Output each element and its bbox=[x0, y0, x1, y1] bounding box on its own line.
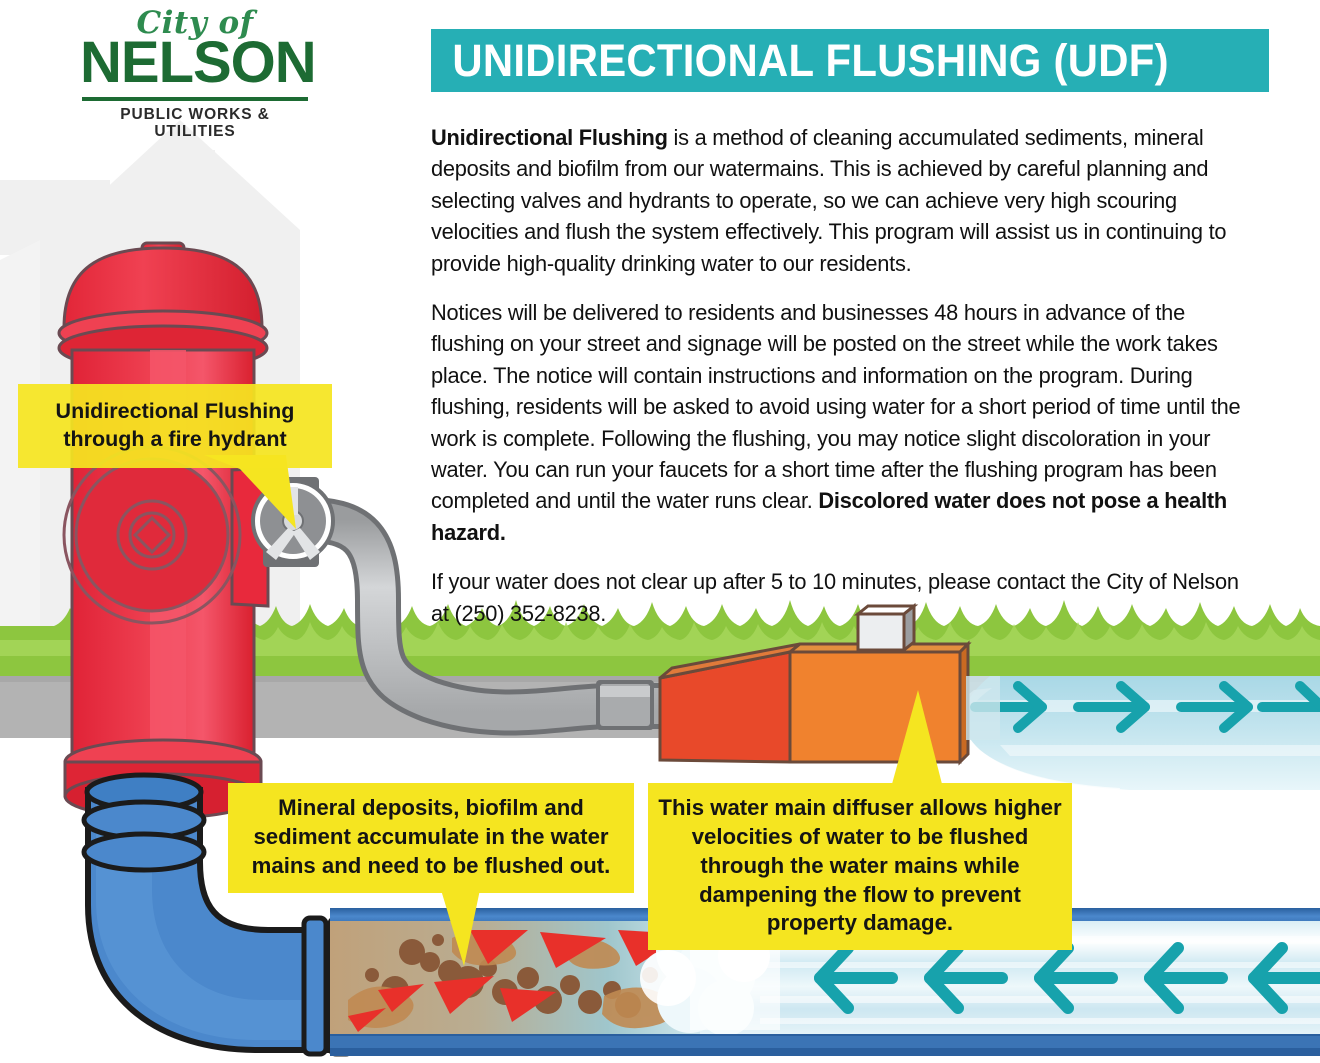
arrow-right-3 bbox=[1176, 681, 1253, 733]
water-main-diffuser bbox=[658, 602, 1000, 766]
page-title: UNIDIRECTIONAL FLUSHING (UDF) bbox=[452, 34, 1169, 86]
arrow-left-4 bbox=[1144, 942, 1228, 1014]
paragraph-notices-bold: Discolored water does not pose a health … bbox=[431, 488, 1227, 545]
arrow-left-2 bbox=[924, 942, 1008, 1014]
mineral-flakes bbox=[348, 930, 686, 1032]
callout-diffuser: This water main diffuser allows higher v… bbox=[648, 783, 1072, 951]
city-logo: City of NELSON PUBLIC WORKS & UTILITIES bbox=[80, 5, 317, 140]
paragraph-intro-lead: Unidirectional Flushing bbox=[431, 125, 668, 150]
arrow-left-1 bbox=[814, 942, 898, 1014]
logo-divider bbox=[82, 96, 308, 101]
arrow-left-5 bbox=[1248, 942, 1320, 1014]
pipe-flow-arrows bbox=[814, 942, 1320, 1014]
paragraph-contact: If your water does not clear up after 5 … bbox=[431, 569, 1239, 626]
paragraph-notices-main: Notices will be delivered to residents a… bbox=[431, 300, 1241, 514]
arrow-right-2 bbox=[1073, 681, 1150, 733]
callout-hydrant: Unidirectional Flushing through a fire h… bbox=[18, 384, 332, 468]
logo-script-line: City of bbox=[136, 5, 254, 41]
header-banner: UNIDIRECTIONAL FLUSHING (UDF) bbox=[431, 29, 1269, 92]
arrow-left-3 bbox=[1034, 942, 1118, 1014]
paragraph-intro-rest: is a method of cleaning accumulated sedi… bbox=[431, 125, 1227, 276]
logo-department: PUBLIC WORKS & UTILITIES bbox=[120, 105, 270, 140]
paragraph-notices: Notices will be delivered to residents a… bbox=[431, 297, 1251, 548]
logo-city-name: NELSON bbox=[80, 30, 317, 95]
body-copy: Unidirectional Flushing is a method of c… bbox=[431, 122, 1281, 647]
arrow-right-4 bbox=[1257, 681, 1320, 712]
callout-sediment: Mineral deposits, biofilm and sediment a… bbox=[228, 783, 634, 893]
callout-hydrant-pointer bbox=[204, 455, 296, 529]
paragraph-intro: Unidirectional Flushing is a method of c… bbox=[431, 122, 1251, 279]
callout-diffuser-pointer bbox=[892, 690, 942, 784]
flush-hose bbox=[277, 496, 688, 736]
callout-sediment-pointer bbox=[438, 880, 482, 966]
